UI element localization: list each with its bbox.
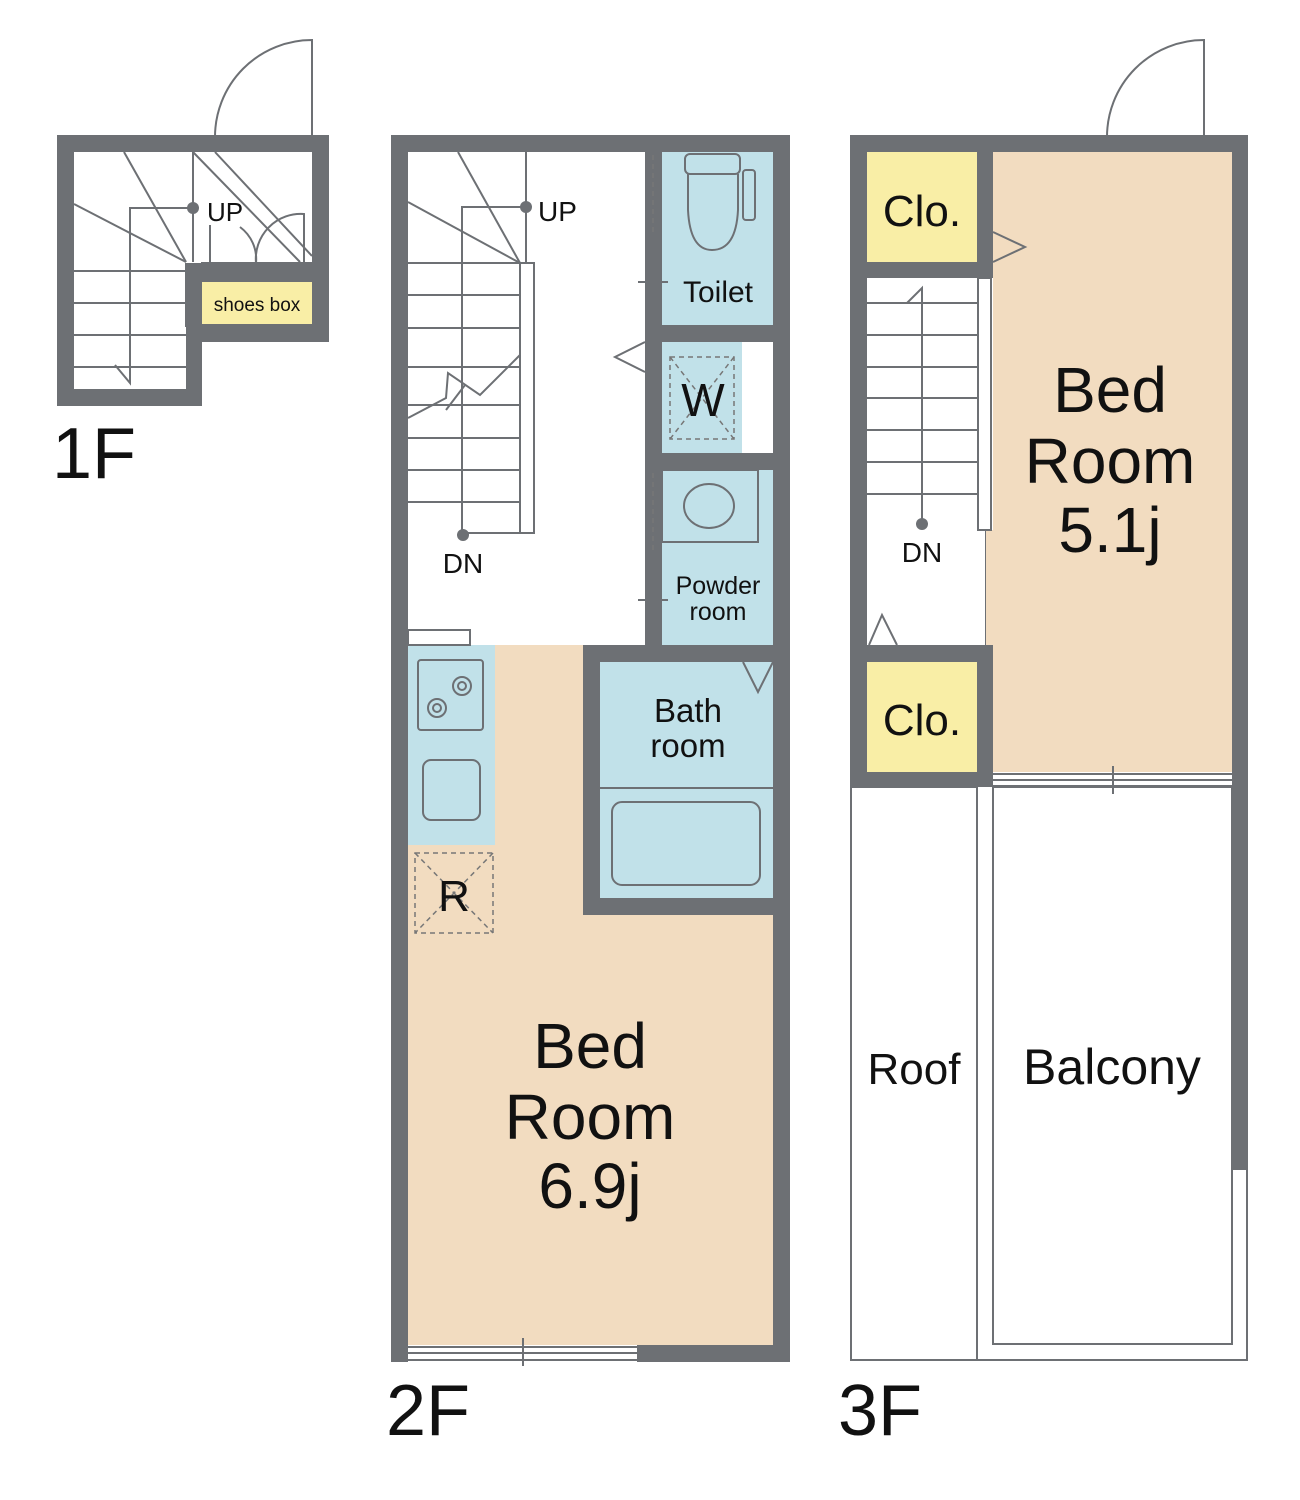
floor-3f: Clo. DN Clo. — [838, 38, 1248, 1451]
bedroom-2f-label-2: Room — [505, 1081, 676, 1153]
sink-icon — [422, 759, 481, 821]
bathtub-icon — [611, 801, 761, 886]
closet-top-label: Clo. — [883, 187, 961, 236]
bath-room — [600, 662, 773, 898]
bedroom-3f-label-2: Room — [1025, 425, 1196, 497]
door-3f[interactable] — [1105, 38, 1205, 152]
powder-room — [662, 470, 773, 645]
shoes-box-label: shoes box — [214, 295, 301, 316]
stairs-up-label-2f: UP — [538, 196, 577, 227]
roof-label: Roof — [868, 1045, 962, 1094]
bedroom-2f-label-1: Bed — [533, 1010, 647, 1082]
stairs-1f — [73, 151, 313, 386]
balcony-area — [976, 786, 1248, 1361]
stairs-3f — [867, 277, 992, 646]
fridge-label: R — [438, 872, 470, 921]
washer-door[interactable] — [646, 341, 661, 454]
closet-top — [867, 152, 977, 262]
bedroom-2f-size: 6.9j — [538, 1150, 641, 1222]
shoes-box-doors[interactable] — [201, 212, 313, 279]
floor-label-2f: 2F — [386, 1371, 470, 1451]
stairs-down-label-2f: DN — [443, 548, 483, 579]
powder-room-door[interactable] — [638, 469, 668, 646]
bath-room-label-2: room — [650, 727, 725, 764]
closet-bottom — [867, 662, 977, 772]
powder-room-label-2: room — [690, 598, 747, 626]
fridge-space — [414, 852, 494, 934]
window-bottom-2f[interactable] — [408, 1338, 637, 1366]
bedroom-3f-label-1: Bed — [1053, 354, 1167, 426]
bedroom-3f-size: 5.1j — [1058, 494, 1161, 566]
washbasin-icon — [683, 483, 735, 529]
stairs-2f — [407, 151, 535, 541]
stairs-up-label-1f: UP — [207, 197, 243, 227]
toilet-label: Toilet — [683, 276, 754, 309]
powder-room-label-1: Powder — [676, 572, 761, 600]
bedroom-3f — [993, 152, 1232, 772]
balcony-label: Balcony — [1023, 1039, 1201, 1095]
washer-label: W — [681, 374, 725, 426]
bath-door[interactable] — [661, 645, 774, 661]
washer-space — [662, 342, 742, 453]
bath-room-label-1: Bath — [654, 692, 722, 729]
toilet-icon — [684, 153, 756, 252]
floor-2f: R UP DN — [386, 135, 790, 1451]
stairs-down-label-3f: DN — [902, 537, 942, 568]
toilet-door[interactable] — [638, 151, 668, 326]
floor-label-1f: 1F — [52, 414, 136, 494]
kitchen — [407, 629, 495, 934]
entrance-door-1f[interactable] — [213, 38, 313, 152]
closet-bottom-door[interactable] — [866, 646, 978, 661]
floor-1f: UP shoes box 1F — [52, 38, 329, 494]
stove-burner-icon — [427, 698, 447, 718]
closet-bottom-label: Clo. — [883, 696, 961, 745]
shoes-box — [202, 282, 312, 324]
stove-burner-icon — [452, 676, 472, 696]
floor-label-3f: 3F — [838, 1371, 922, 1451]
